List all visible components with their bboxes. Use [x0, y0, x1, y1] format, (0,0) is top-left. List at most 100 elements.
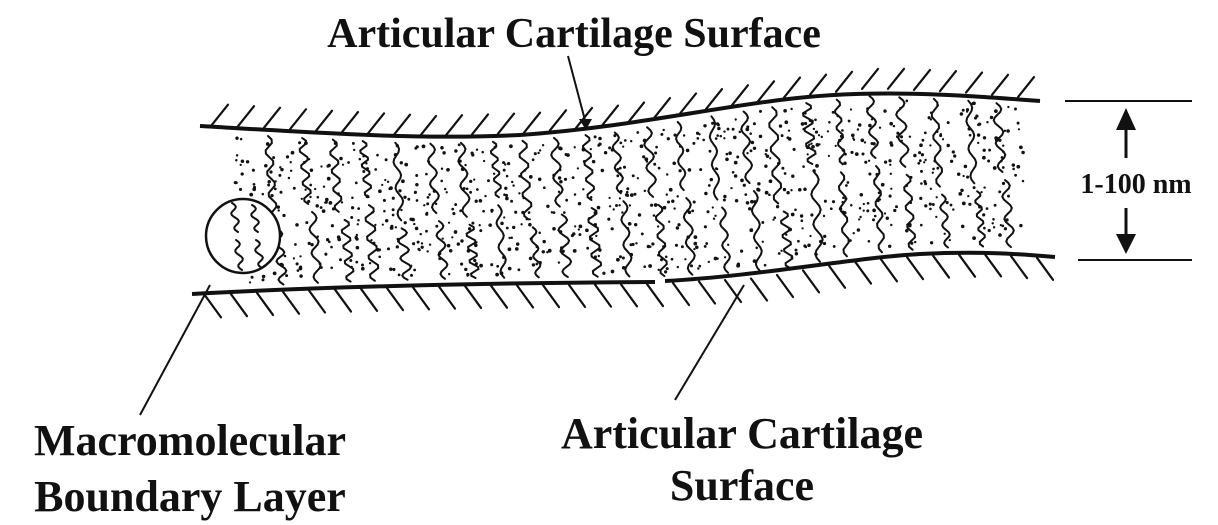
fluid-dot — [442, 237, 444, 239]
fluid-dot — [285, 274, 288, 277]
fluid-dot — [577, 167, 579, 169]
fluid-dot — [511, 181, 513, 183]
fluid-dot — [413, 223, 415, 225]
hatch-mark — [498, 114, 514, 134]
fluid-dot — [398, 189, 401, 192]
fluid-dot — [723, 137, 725, 139]
fluid-dot — [341, 201, 343, 203]
fluid-dot — [830, 207, 833, 210]
fluid-dot — [764, 165, 767, 168]
fluid-dot — [697, 267, 699, 269]
fluid-dot — [967, 195, 969, 197]
fluid-dot — [362, 170, 365, 173]
fluid-dot — [859, 216, 861, 218]
fluid-dot — [634, 223, 637, 226]
hatch-mark — [361, 289, 377, 311]
fluid-dot — [640, 144, 644, 148]
fluid-dot — [249, 281, 251, 283]
fluid-dot — [537, 152, 539, 154]
fluid-dot — [949, 239, 951, 241]
fluid-dot — [1001, 225, 1004, 228]
fluid-dot — [301, 198, 303, 200]
fluid-dot — [699, 168, 702, 171]
fluid-dot — [294, 243, 297, 246]
fluid-dot — [769, 179, 773, 183]
fluid-dot — [658, 167, 661, 170]
fluid-dot — [421, 242, 423, 244]
fluid-dot — [988, 229, 991, 232]
fluid-dot — [815, 164, 819, 168]
fluid-dot — [1004, 227, 1007, 230]
fluid-dot — [425, 230, 428, 233]
fluid-dot — [504, 163, 506, 165]
fluid-dot — [484, 195, 486, 197]
fluid-dot — [713, 218, 715, 220]
fluid-dot — [743, 184, 746, 187]
fluid-dot — [518, 268, 521, 271]
fluid-dot — [874, 215, 877, 218]
fluid-dot — [339, 258, 342, 261]
fluid-dot — [286, 155, 289, 158]
fluid-dot — [454, 203, 457, 206]
fluid-dot — [482, 210, 485, 213]
fluid-dot — [919, 159, 922, 162]
fluid-dot — [748, 207, 751, 210]
fluid-dot — [418, 249, 420, 251]
hatch-mark — [855, 262, 871, 284]
fluid-dot — [426, 250, 428, 252]
macromolecule-chain — [428, 144, 439, 213]
boundary-layer-circle — [206, 199, 280, 273]
fluid-dot — [396, 245, 399, 248]
fluid-dot — [667, 200, 670, 203]
fluid-dot — [309, 184, 312, 187]
fluid-dot — [608, 197, 610, 199]
fluid-dot — [790, 189, 792, 191]
fluid-dot — [711, 122, 714, 125]
fluid-dot — [611, 270, 615, 274]
fluid-dot — [262, 193, 265, 196]
fluid-dot — [415, 183, 418, 186]
fluid-dot — [986, 121, 988, 123]
fluid-dot — [309, 196, 311, 198]
fluid-dot — [851, 133, 855, 137]
fluid-dot — [630, 140, 632, 142]
hatch-mark — [439, 287, 455, 309]
fluid-dot — [708, 184, 711, 187]
fluid-dot — [601, 169, 604, 172]
hatch-mark — [569, 285, 585, 307]
hatch-mark — [602, 106, 618, 126]
fluid-dot — [261, 278, 264, 281]
fluid-dot — [552, 227, 556, 231]
macromolecule-chain — [811, 172, 822, 262]
fluid-dot — [733, 136, 737, 140]
fluid-dot — [750, 149, 753, 152]
hatch-mark — [524, 113, 540, 133]
fluid-dot — [884, 161, 887, 164]
fluid-dot — [551, 211, 553, 213]
fluid-dot — [325, 201, 328, 204]
fluid-dot — [666, 173, 668, 175]
fluid-dot — [783, 188, 786, 191]
fluid-dot — [961, 225, 965, 229]
fluid-dot — [828, 155, 830, 157]
fluid-dot — [917, 162, 920, 165]
fluid-dot — [990, 116, 993, 119]
fluid-dot — [1006, 129, 1010, 133]
fluid-dot — [717, 127, 721, 131]
fluid-dot — [464, 164, 466, 166]
fluid-dot — [299, 265, 302, 268]
fluid-dot — [982, 213, 985, 216]
fluid-dot — [240, 138, 243, 141]
bottom-cartilage-surface-left — [192, 282, 655, 294]
fluid-dot — [757, 182, 760, 185]
fluid-dot — [835, 145, 837, 147]
fluid-dot — [774, 216, 777, 219]
fluid-dot — [496, 265, 499, 268]
fluid-dot — [618, 204, 620, 206]
fluid-dot — [616, 174, 619, 177]
fluid-dot — [759, 135, 763, 139]
fluid-dot — [753, 147, 756, 150]
fluid-dot — [573, 249, 577, 253]
fluid-dot — [993, 166, 997, 170]
fluid-dot — [295, 223, 299, 227]
